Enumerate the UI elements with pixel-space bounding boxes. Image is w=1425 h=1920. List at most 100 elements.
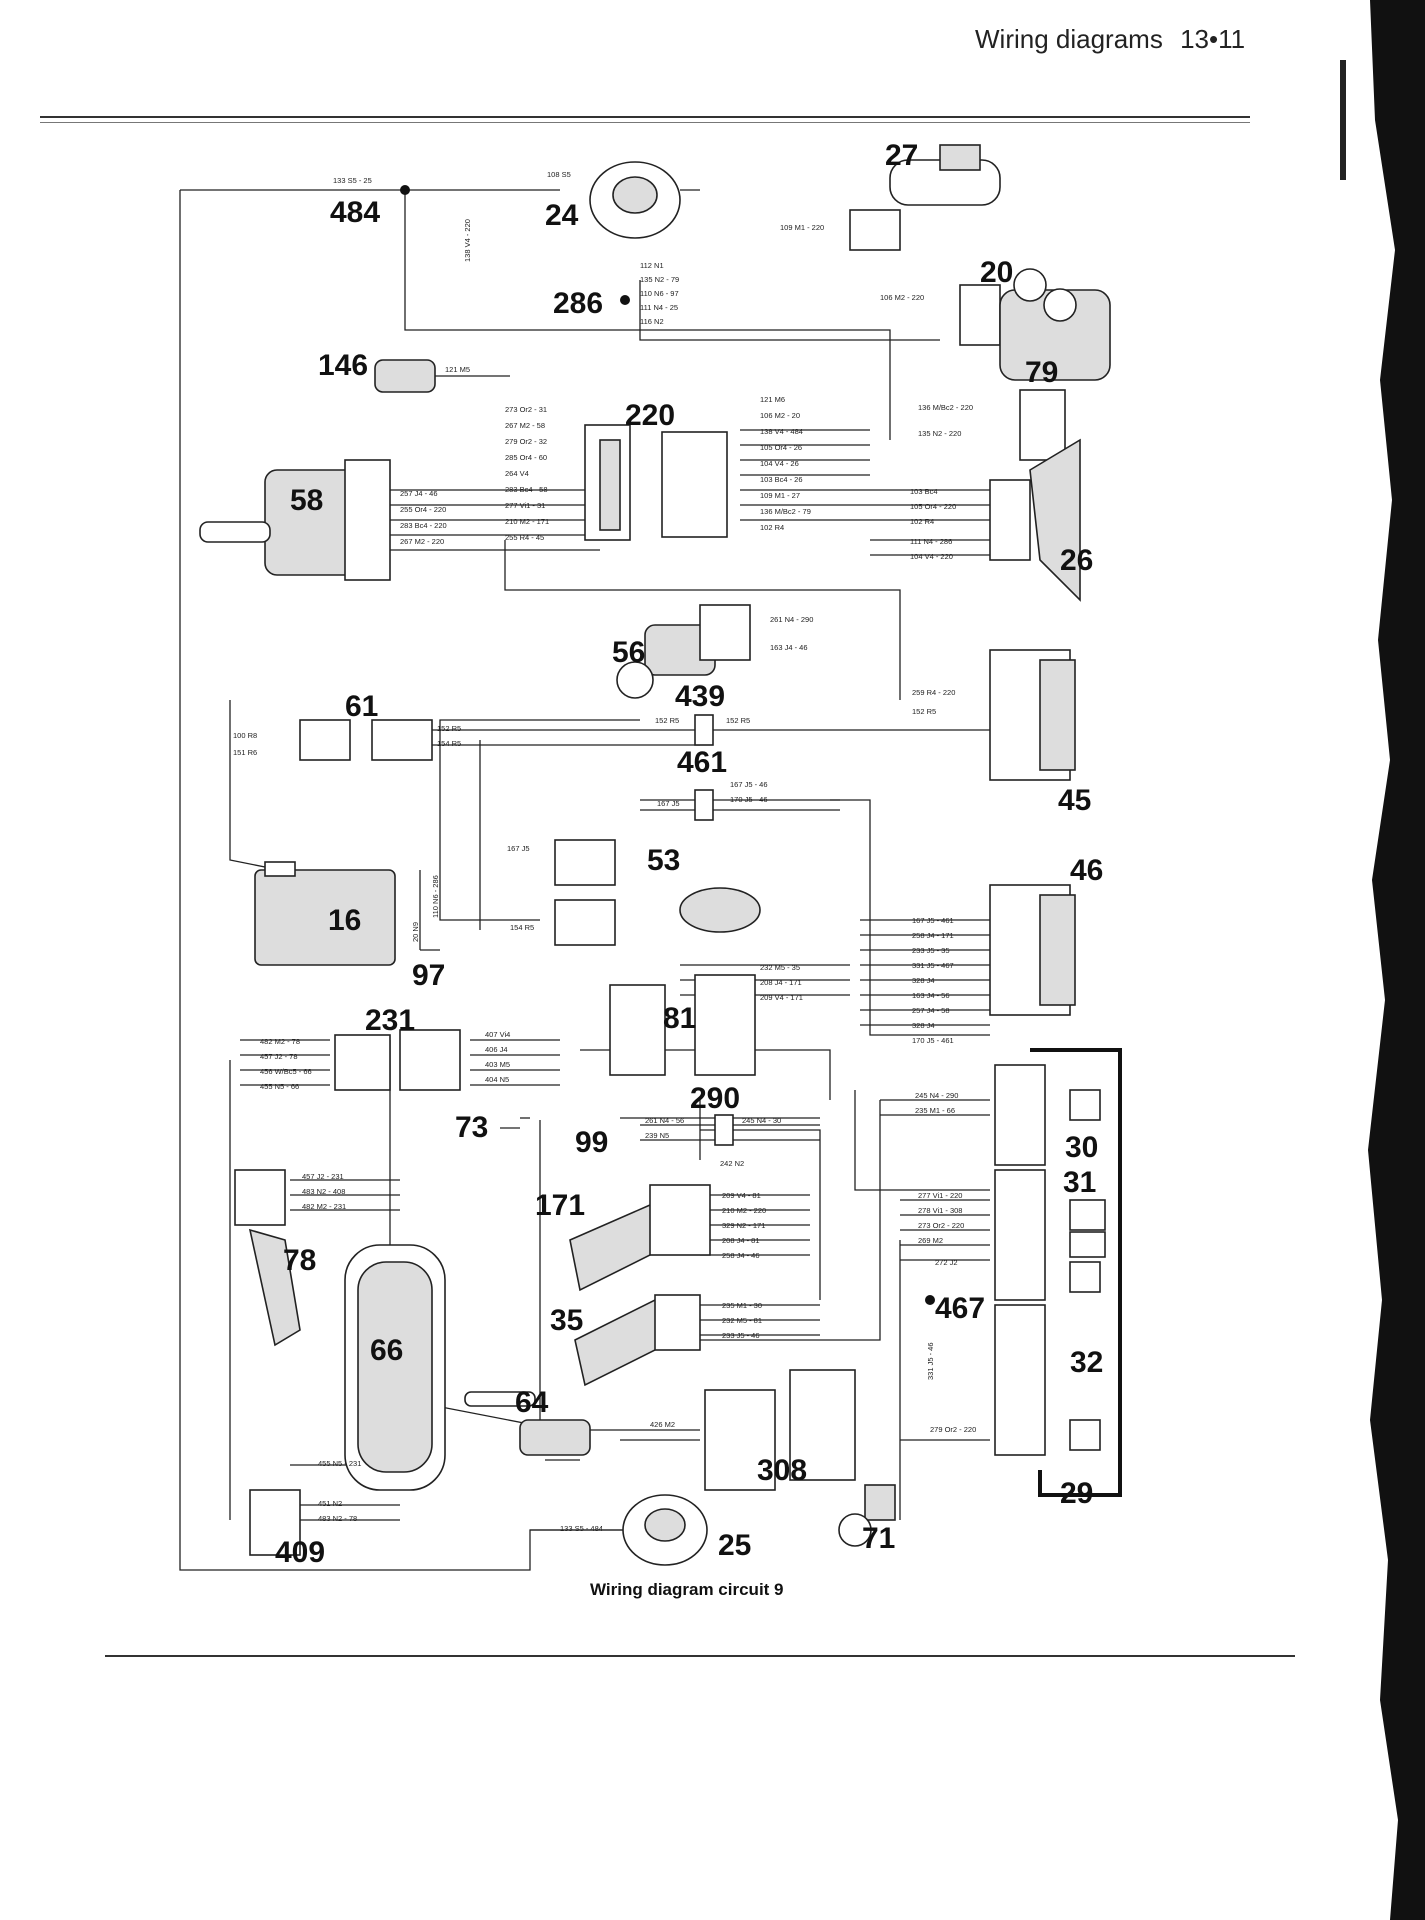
switch-26 [989,438,1081,602]
wire-label: 106 M2 - 20 [760,411,800,420]
wire-label: 133 S5 - 25 [333,176,372,185]
wire-label: 170 J5 - 461 [912,1036,954,1045]
wire-label: 285 Or4 - 60 [505,453,547,462]
header-title: Wiring diagrams [975,24,1163,54]
wire-label: 257 J4 - 46 [400,489,438,498]
label-25: 25 [718,1529,751,1562]
label-24: 24 [545,199,579,232]
wire-label: 232 M5 - 35 [760,963,800,972]
wire-label: 121 M5 [445,365,470,374]
wire-label: 152 R5 [655,716,679,725]
connector-231-b [399,1029,461,1091]
component-78 [234,1169,301,1347]
wire-label: 451 N2 [318,1499,342,1508]
wire-label: 103 Bc4 [910,487,938,496]
wire-label: 208 J4 - 171 [760,978,802,987]
connector-45-body [1039,659,1076,771]
connector-231-a [334,1034,391,1091]
label-97: 97 [412,959,445,992]
wire-label: 103 Bc4 - 26 [760,475,803,484]
wire-label: 167 J5 [507,844,530,853]
fuse-box-30-31-32 [994,1048,1122,1497]
lighter-56 [616,604,751,699]
horn-25 [622,1494,708,1566]
wire-label: 255 R4 - 45 [505,533,544,542]
wire-label: 233 J5 - 46 [722,1331,760,1340]
label-81: 81 [663,1002,696,1035]
wire-label: 106 M2 - 220 [880,293,924,302]
label-32: 32 [1070,1346,1103,1379]
wire-label: 209 V4 - 171 [760,993,803,1002]
component-27 [849,144,1001,251]
horn-24 [589,161,700,239]
connector-81-a [609,984,666,1076]
wire-label: 456 W/Bc5 - 66 [260,1067,312,1076]
wire-label: 261 N4 - 56 [645,1116,684,1125]
component-35 [574,1294,701,1387]
wire-label: 482 M2 - 231 [302,1202,346,1211]
fuse-461 [694,789,714,821]
label-467: 467 [935,1292,985,1325]
wire-label: 110 N6 - 286 [431,875,440,918]
label-45: 45 [1058,784,1091,817]
wire-label: 110 N6 - 97 [640,289,679,298]
wire-label: 255 Or4 - 220 [400,505,446,514]
wire-label: 279 Or2 - 220 [930,1425,976,1434]
component-71 [838,1484,896,1547]
wire-label: 154 R5 [437,739,461,748]
wire-label: 264 V4 [505,469,529,478]
wire-label: 167 J5 - 46 [730,780,768,789]
connector-81-b [694,974,756,1076]
label-79: 79 [1025,356,1058,389]
wire-label: 151 R6 [233,748,257,757]
wire-label: 455 N5 - 231 [318,1459,361,1468]
wire-label: 138 V4 - 484 [760,427,803,436]
header-rule-thin [40,122,1250,123]
connector-308 [704,1369,856,1491]
label-290: 290 [690,1082,740,1115]
wire-label: 154 R5 [510,923,534,932]
wire-label: 135 N2 - 220 [918,429,961,438]
wire-label: 109 M1 - 220 [780,223,824,232]
component-409 [249,1489,301,1556]
wire-label: 403 M5 [485,1060,510,1069]
wire-label: 136 M/Bc2 - 79 [760,507,811,516]
wire-label: 111 N4 - 25 [640,303,678,312]
wire-label: 152 R5 [437,724,461,733]
component-53 [554,839,761,946]
wire-label: 331 J5 - 46 [926,1342,935,1380]
wire-label: 257 J4 - 58 [912,1006,950,1015]
label-30: 30 [1065,1131,1098,1164]
wire-label: 135 N2 - 79 [640,275,679,284]
label-220: 220 [625,399,675,432]
label-99: 99 [575,1126,608,1159]
wire-label: 328 J4 [912,976,935,985]
label-53: 53 [647,844,680,877]
wire-label: 278 Vi1 - 308 [918,1206,962,1215]
wire-label: 133 S5 - 484 [560,1524,603,1533]
label-26: 26 [1060,544,1093,577]
wire-label: 105 Or4 - 26 [760,443,802,452]
wire-label: 269 M2 [918,1236,943,1245]
label-66: 66 [370,1334,403,1367]
wire-label: 258 J4 - 171 [912,931,954,940]
sensor-146 [374,359,510,393]
connector-220 [584,424,728,541]
wire-label: 328 J4 [912,1021,935,1030]
wire-label: 210 M2 - 171 [505,517,549,526]
label-20: 20 [980,256,1013,289]
figure-caption: Wiring diagram circuit 9 [590,1580,784,1599]
wire-label: 102 R4 [760,523,784,532]
wire-label: 277 Vi1 - 220 [918,1191,962,1200]
wire-label: 112 N1 [640,261,664,270]
wire-label: 152 R5 [912,707,936,716]
wire-label: 111 N4 - 286 [910,537,952,546]
label-31: 31 [1063,1166,1096,1199]
wire-label: 105 Or4 - 220 [910,502,956,511]
label-146: 146 [318,349,368,382]
fuse-290 [714,1114,734,1146]
label-484: 484 [330,196,380,229]
label-46: 46 [1070,854,1103,887]
label-58: 58 [290,484,323,517]
wire-label: 239 N5 [645,1131,669,1140]
